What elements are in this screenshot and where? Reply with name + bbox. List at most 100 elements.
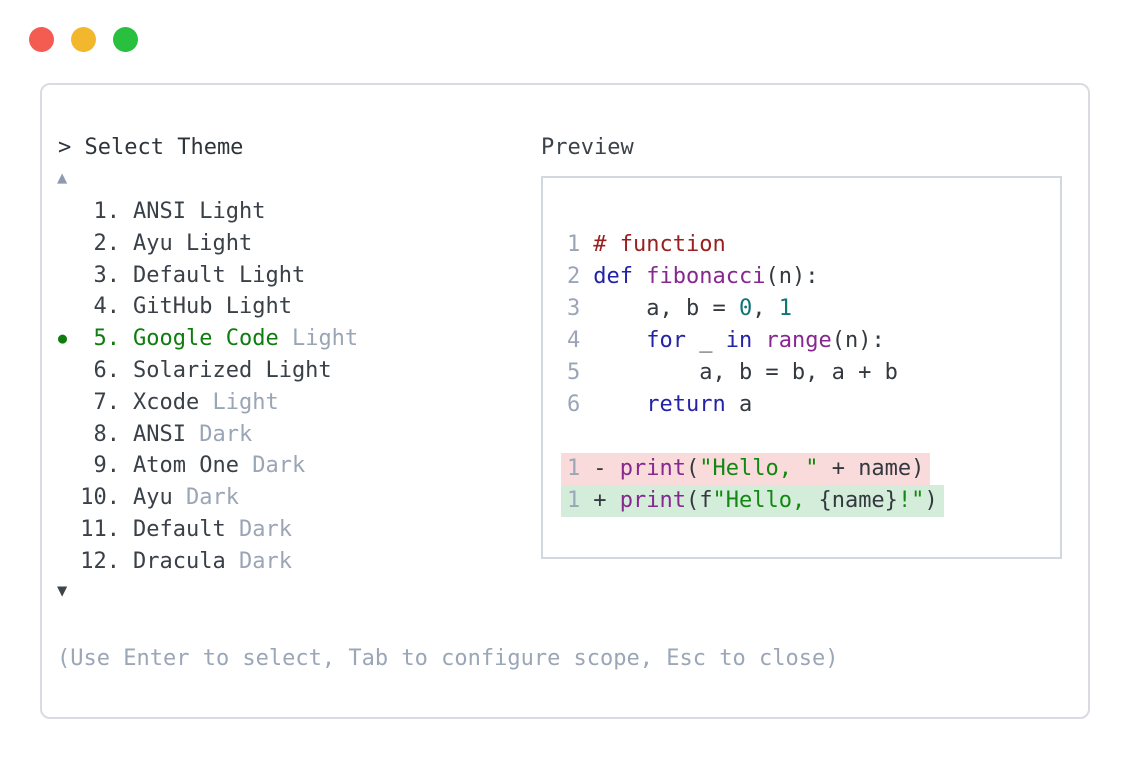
theme-item-number: 2. (93, 230, 121, 256)
diff-line-removed: 1- print("Hello, " + name) (561, 453, 931, 485)
theme-item-number: 5. (93, 326, 121, 352)
code-token-pl: (f (685, 488, 713, 513)
theme-item-default[interactable]: 11. Default Dark (58, 514, 358, 546)
theme-item-name: Xcode (133, 389, 200, 415)
code-token-pl (593, 328, 646, 353)
code-token-str: "Hello, (712, 488, 819, 513)
code-token-pl: ( (685, 456, 700, 481)
theme-item-name: Default (133, 516, 226, 542)
zoom-button[interactable] (113, 27, 138, 52)
theme-item-number: 4. (93, 294, 121, 320)
code-token-pl: a, b = b, a + b (593, 360, 898, 385)
theme-item-name: Dracula (133, 548, 226, 574)
code-token-pl: a (725, 392, 753, 417)
theme-item-ansi[interactable]: 8. ANSI Dark (58, 419, 358, 451)
theme-item-name: Default Light (133, 262, 306, 288)
code-token-pl: ) (924, 488, 938, 513)
theme-item-name: Ayu (133, 485, 173, 511)
theme-item-variant: Dark (185, 421, 253, 447)
line-number: 1 (567, 488, 581, 513)
theme-item-name: ANSI Light (133, 199, 266, 224)
theme-item-variant: Dark (172, 485, 239, 511)
code-token-pl: + (593, 488, 620, 513)
code-token-str: !" (897, 488, 925, 513)
theme-item-dracula[interactable]: 12.Dracula Dark (58, 546, 358, 578)
theme-item-number: 3. (93, 262, 121, 288)
code-line: 2 def fibonacci(n): (567, 261, 818, 293)
code-token-pl (593, 392, 646, 417)
code-token-pl (752, 328, 765, 353)
code-token-pl: (n): (765, 264, 819, 289)
line-number: 3 (567, 296, 581, 321)
theme-item-number: 8. (93, 421, 121, 447)
theme-item-number: 6. (93, 357, 121, 383)
code-token-fn: range (765, 328, 832, 353)
theme-item-ayu[interactable]: 10.Ayu Dark (58, 482, 358, 514)
scroll-up-icon[interactable]: ▲ (57, 168, 68, 188)
code-token-kw: in (725, 328, 753, 353)
theme-item-name: Solarized Light (133, 357, 332, 383)
theme-item-name: ANSI (133, 421, 186, 447)
theme-item-solarized-light[interactable]: 6. Solarized Light (58, 355, 358, 387)
code-token-pl: - (593, 456, 620, 481)
selected-bullet-icon: ● (58, 329, 68, 348)
scroll-down-icon[interactable]: ▼ (57, 581, 68, 601)
theme-item-variant: Light (199, 389, 279, 415)
code-token-pl: (n): (831, 328, 885, 353)
theme-item-default-light[interactable]: 3. Default Light (58, 260, 358, 292)
theme-item-ayu-light[interactable]: 2. Ayu Light (58, 228, 358, 260)
line-number: 1 (567, 456, 581, 481)
code-line: 6 return a (567, 389, 752, 421)
code-line: 1 # function (567, 229, 726, 261)
code-token-str: "Hello, " (699, 456, 819, 481)
theme-item-google-code[interactable]: ● 5. Google Code Light (58, 323, 358, 355)
theme-item-name: Google Code (133, 326, 279, 352)
theme-item-xcode[interactable]: 7. Xcode Light (58, 387, 358, 419)
theme-item-variant: Light (278, 326, 359, 352)
help-text: (Use Enter to select, Tab to configure s… (57, 646, 839, 671)
theme-item-variant: Dark (225, 548, 292, 574)
theme-item-number: 1. (93, 199, 121, 224)
theme-item-name: Ayu Light (133, 230, 253, 256)
theme-item-ansi-light[interactable]: 1. ANSI Light (58, 196, 358, 228)
theme-item-number: 7. (93, 389, 121, 415)
theme-list: 1. ANSI Light 2. Ayu Light 3. Default Light 4.… (58, 196, 358, 578)
line-number: 6 (567, 392, 581, 417)
theme-item-number: 11. (80, 516, 120, 542)
preview-title: Preview (541, 135, 634, 160)
code-token-fn: print (619, 456, 686, 481)
theme-item-number: 9. (93, 453, 121, 479)
code-token-pl: {name} (818, 488, 898, 513)
line-number: 4 (567, 328, 581, 353)
line-number: 5 (567, 360, 581, 385)
code-token-com: # function (593, 232, 726, 257)
code-token-pl (633, 264, 646, 289)
line-number: 1 (567, 232, 581, 257)
code-token-num: 1 (778, 296, 792, 321)
code-line: 3 a, b = 0, 1 (567, 293, 792, 325)
code-token-fn: fibonacci (646, 264, 766, 289)
code-token-kw: return (646, 392, 726, 417)
code-line: 5 a, b = b, a + b (567, 357, 898, 389)
theme-item-github-light[interactable]: 4. GitHub Light (58, 291, 358, 323)
window-controls (29, 27, 138, 52)
theme-item-name: Atom One (133, 453, 239, 479)
code-token-pl: a, b = (593, 296, 739, 321)
theme-item-variant: Dark (238, 453, 306, 479)
line-number: 2 (567, 264, 581, 289)
theme-item-name: GitHub Light (133, 294, 292, 320)
code-token-pl: + name) (818, 456, 925, 481)
code-token-pl: , (752, 296, 779, 321)
code-line: 4 for _ in range(n): (567, 325, 885, 357)
close-button[interactable] (29, 27, 54, 52)
diff-line-added: 1+ print(f"Hello, {name}!") (561, 485, 944, 517)
theme-item-atom-one[interactable]: 9. Atom One Dark (58, 450, 358, 482)
theme-item-variant: Dark (225, 516, 292, 542)
minimize-button[interactable] (71, 27, 96, 52)
code-blank-line (567, 421, 587, 453)
code-token-kw: for (646, 328, 686, 353)
code-token-kw: def (593, 264, 633, 289)
